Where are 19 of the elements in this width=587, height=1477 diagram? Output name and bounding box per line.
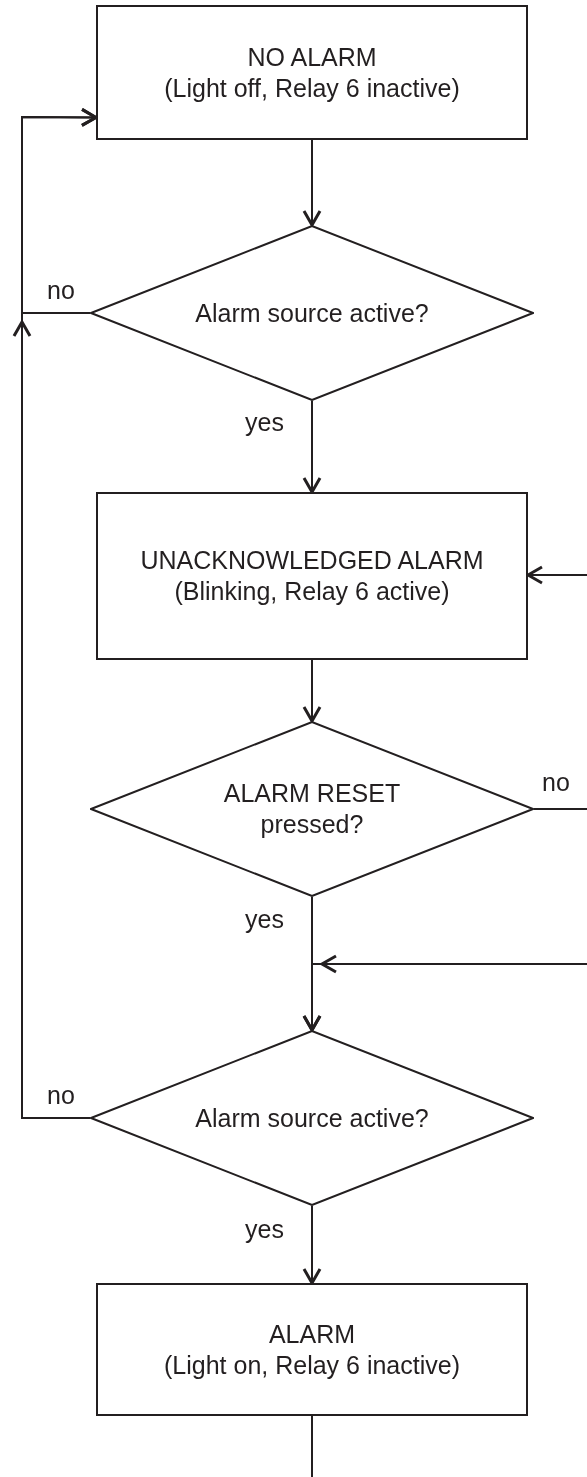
arrow (302, 1205, 322, 1285)
process-box (96, 1283, 528, 1416)
state-title: NO ALARM (247, 41, 377, 73)
decision-diamond (90, 225, 534, 401)
decision-text: Alarm source active? (195, 1102, 429, 1134)
state-detail: (Light on, Relay 6 inactive) (164, 1349, 460, 1381)
arrow (302, 139, 322, 227)
decision-diamond (90, 1030, 534, 1206)
state-detail: (Light off, Relay 6 inactive) (164, 72, 460, 104)
process-box (96, 492, 528, 660)
decision-text: ALARM RESET pressed? (222, 778, 402, 840)
process-box (96, 5, 528, 140)
decision-text: Alarm source active? (195, 297, 429, 329)
decision-diamond (90, 721, 534, 897)
state-detail: (Blinking, Relay 6 active) (174, 576, 450, 607)
state-title: UNACKNOWLEDGED ALARM (140, 545, 484, 576)
arrow (302, 659, 322, 723)
state-title: ALARM (268, 1318, 356, 1350)
arrow (302, 400, 322, 494)
